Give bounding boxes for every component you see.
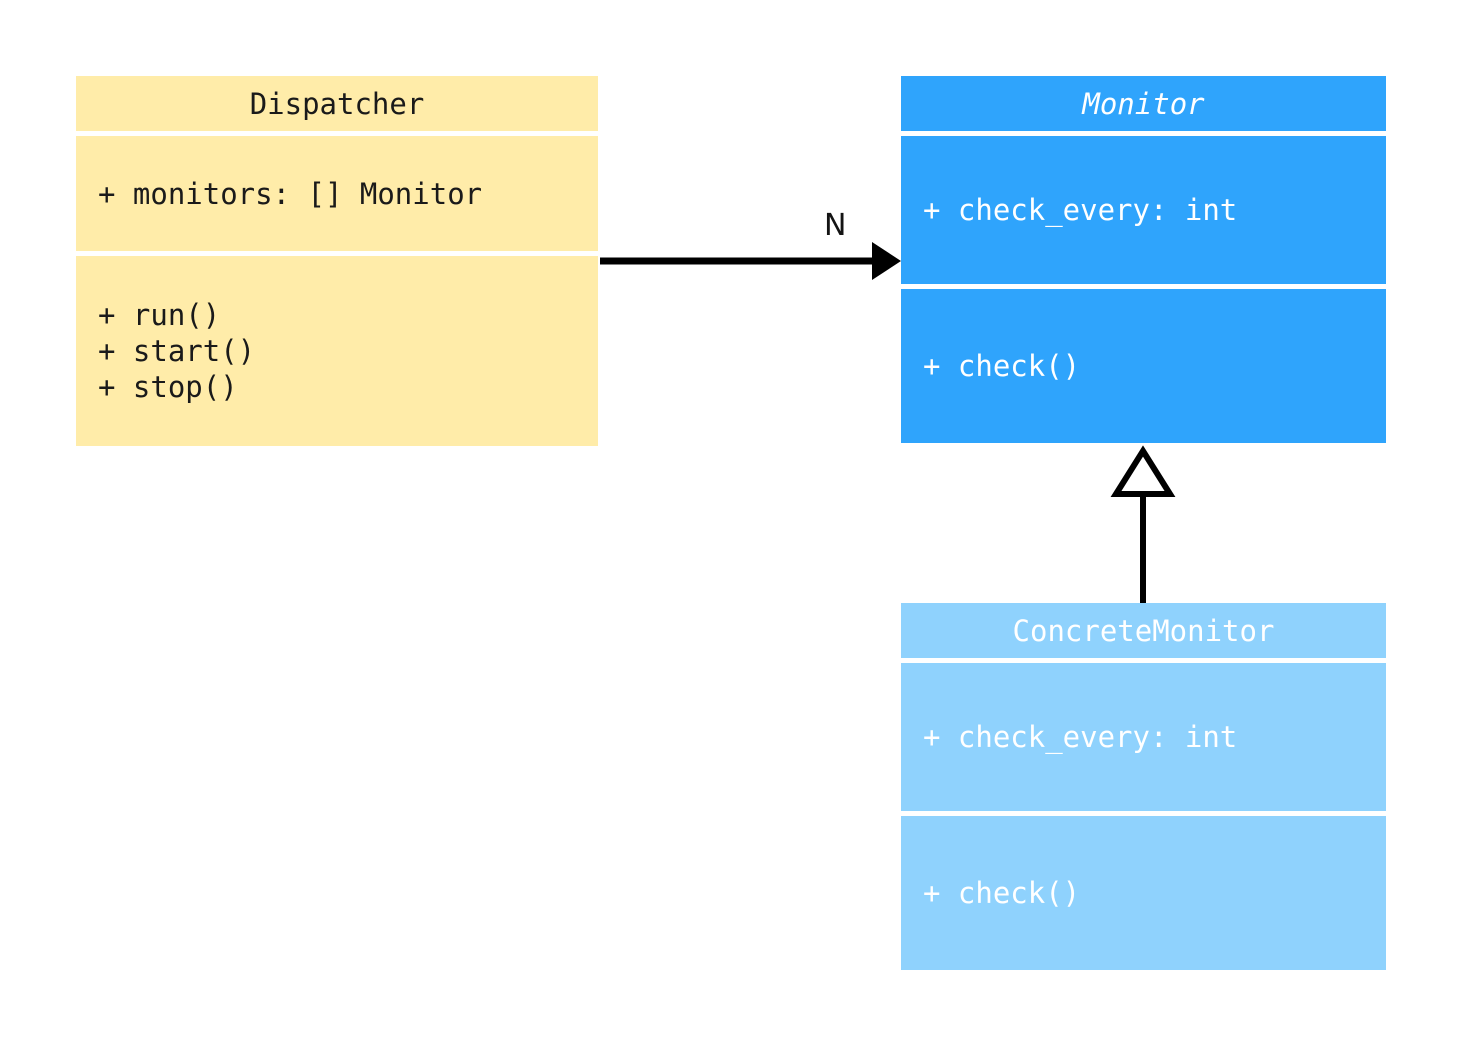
class-attributes-dispatcher: + monitors: [] Monitor [76, 136, 598, 251]
attribute-row: + check_every: int [923, 720, 1238, 754]
class-compartment-divider [76, 251, 598, 256]
method-row: + check() [923, 349, 1081, 383]
class-title-concrete-monitor: ConcreteMonitor [901, 603, 1386, 658]
class-box-monitor[interactable]: Monitor + check_every: int + check() [901, 76, 1386, 443]
class-compartment-divider [901, 131, 1386, 136]
class-title-monitor: Monitor [901, 76, 1386, 131]
class-compartment-divider [76, 131, 598, 136]
class-attributes-concrete-monitor: + check_every: int [901, 663, 1386, 811]
class-box-concrete-monitor[interactable]: ConcreteMonitor + check_every: int + che… [901, 603, 1386, 970]
class-methods-monitor: + check() [901, 289, 1386, 443]
class-methods-dispatcher: + run() + start() + stop() [76, 256, 598, 446]
method-row: + stop() [98, 370, 238, 404]
filled-arrowhead-icon [872, 242, 901, 280]
class-methods-concrete-monitor: + check() [901, 816, 1386, 970]
attribute-row: + check_every: int [923, 193, 1238, 227]
association-multiplicity-label: N [824, 208, 847, 243]
class-compartment-divider [901, 284, 1386, 289]
class-attributes-monitor: + check_every: int [901, 136, 1386, 284]
class-compartment-divider [901, 811, 1386, 816]
generalization-concrete-monitor-to-monitor [1110, 445, 1176, 603]
method-row: + start() [98, 334, 256, 368]
class-title-dispatcher: Dispatcher [76, 76, 598, 131]
association-dispatcher-to-monitor [600, 242, 901, 280]
class-box-dispatcher[interactable]: Dispatcher + monitors: [] Monitor + run(… [76, 76, 598, 446]
hollow-triangle-arrowhead-icon [1110, 445, 1176, 497]
class-compartment-divider [901, 658, 1386, 663]
method-row: + run() [98, 298, 221, 332]
attribute-row: + monitors: [] Monitor [98, 176, 483, 211]
method-row: + check() [923, 876, 1081, 910]
